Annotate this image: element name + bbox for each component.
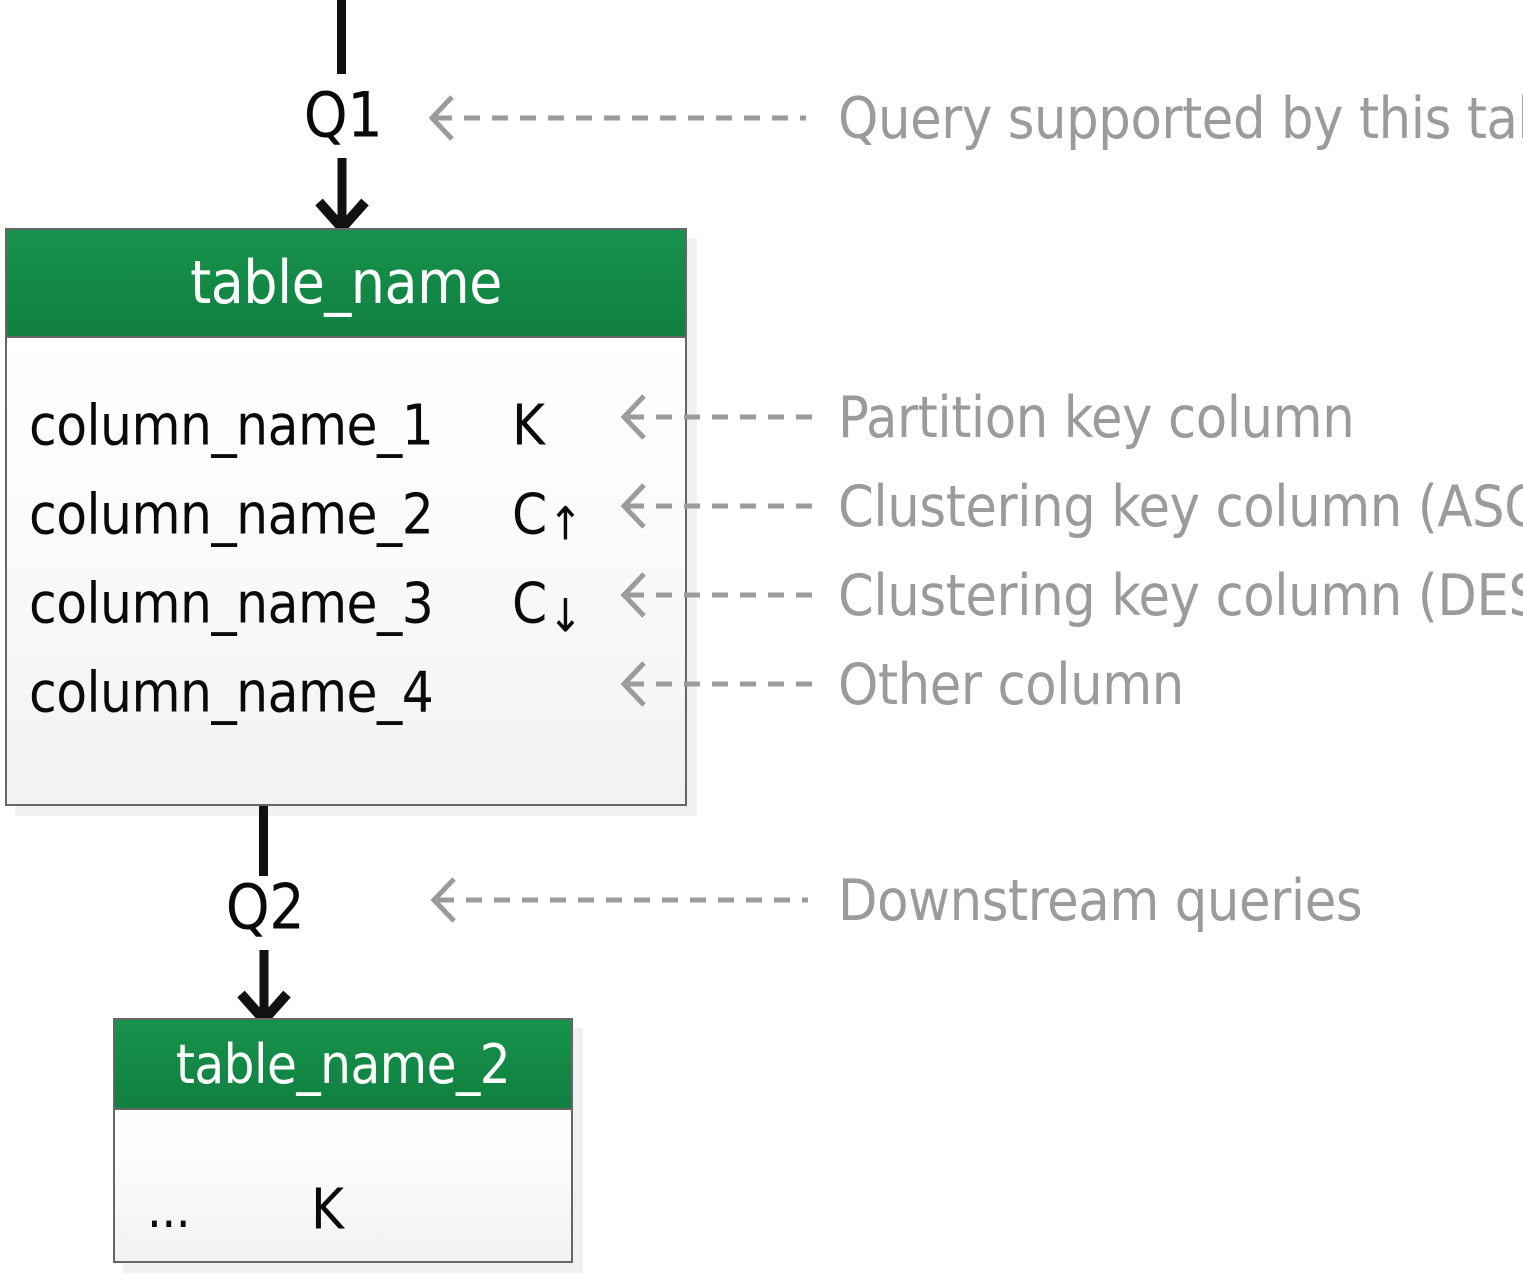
annotation-arrow-query-supported [428, 95, 808, 141]
q2-connector-line-top [259, 806, 268, 876]
q2-connector-arrow [229, 950, 299, 1028]
q1-connector-line-top [337, 0, 346, 74]
entity-table-name-2[interactable]: table_name_2 ... K [113, 1018, 573, 1263]
column-name-ellipsis: ... [147, 1180, 191, 1240]
q1-query-label: Q1 [303, 78, 383, 152]
annotation-other-column: Other column [838, 652, 1184, 718]
column-name-3: column_name_3 [29, 571, 434, 637]
annotation-arrow-partition-key [620, 394, 815, 440]
entity-table-name[interactable]: table_name column_name_1 K column_name_2… [5, 228, 687, 806]
kind-letter: C [512, 482, 548, 548]
entity-body-table-name: column_name_1 K column_name_2 C↑ column_… [7, 338, 685, 804]
column-name-2: column_name_2 [29, 482, 434, 548]
column-name-1: column_name_1 [29, 393, 434, 459]
column-kind-ellipsis: K [311, 1178, 344, 1243]
annotation-arrow-downstream-queries [430, 877, 810, 923]
kind-letter: C [512, 571, 548, 637]
entity-title-table-name-2: table_name_2 [175, 1032, 511, 1096]
q2-query-label: Q2 [225, 870, 305, 944]
annotation-arrow-clustering-asc [620, 483, 815, 529]
entity-header-table-name-2: table_name_2 [115, 1020, 571, 1110]
kind-arrow-down-icon: ↓ [548, 588, 583, 643]
entity-body-table-name-2: ... K [115, 1110, 571, 1261]
annotation-partition-key-column: Partition key column [838, 385, 1355, 451]
entity-title-table-name: table_name [190, 248, 502, 318]
kind-arrow-up-icon: ↑ [548, 496, 583, 550]
annotation-downstream-queries: Downstream queries [838, 868, 1363, 934]
annotation-arrow-clustering-desc [620, 572, 815, 618]
annotation-query-supported: Query supported by this table [838, 86, 1523, 152]
kind-letter: K [512, 393, 546, 459]
column-kind-3: C↓ [512, 571, 583, 643]
entity-header-table-name: table_name [7, 230, 685, 338]
q1-connector-arrow [307, 158, 377, 236]
annotation-arrow-other-column [620, 661, 815, 707]
annotation-clustering-key-desc: Clustering key column (DESC) [838, 563, 1523, 629]
column-kind-2: C↑ [512, 482, 583, 551]
annotation-clustering-key-asc: Clustering key column (ASC) [838, 474, 1523, 540]
kind-letter: K [311, 1177, 345, 1243]
column-kind-1: K [512, 394, 545, 459]
column-name-4: column_name_4 [29, 660, 434, 726]
